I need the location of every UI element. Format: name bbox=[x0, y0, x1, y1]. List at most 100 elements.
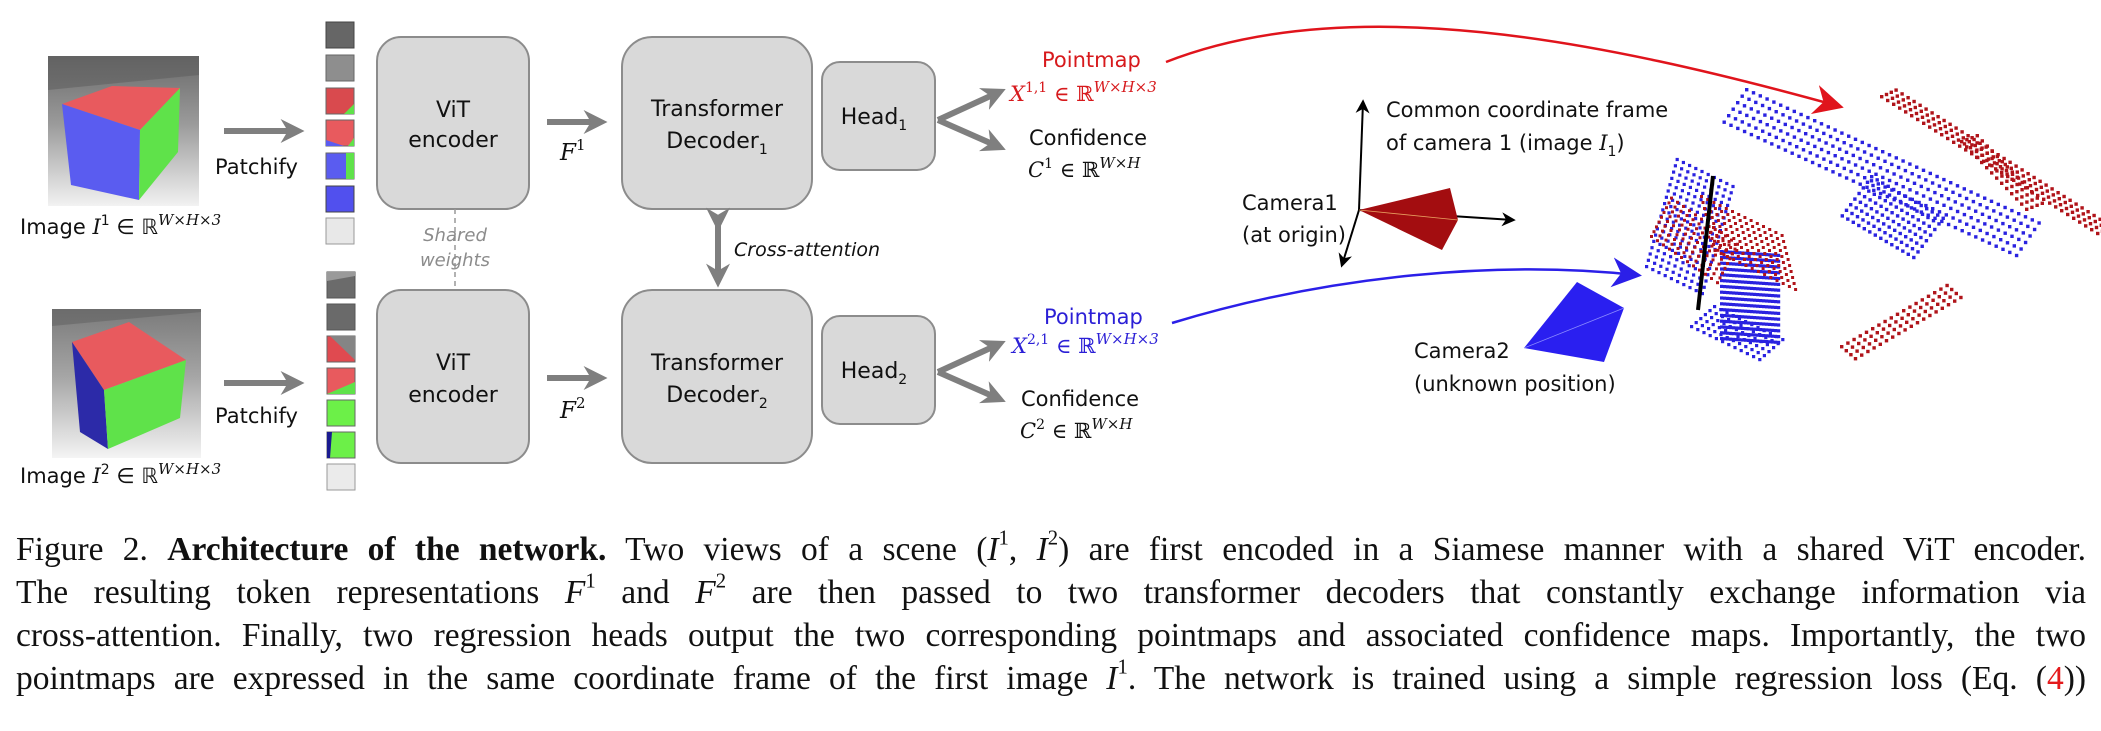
patch bbox=[325, 185, 355, 213]
math-symbol: F bbox=[564, 574, 586, 611]
pointmap-2-formula: X2,1 ∈ ℝW×H×3 bbox=[1010, 330, 1159, 358]
pointcloud-red-left bbox=[1650, 196, 1739, 285]
confidence-1-formula: C1 ∈ ℝW×H bbox=[1028, 154, 1141, 182]
math-sup: 2 bbox=[715, 569, 727, 593]
input-image-2-label: Image I2 ∈ ℝW×H×3 bbox=[20, 460, 221, 488]
pointmap-arrow-1 bbox=[936, 88, 1006, 123]
transformer-decoder-2: Transformer Decoder2 bbox=[621, 289, 813, 464]
math-sup: 1 bbox=[1117, 655, 1128, 679]
cube-right-face bbox=[104, 360, 186, 449]
camera-2-frustum-icon bbox=[1524, 282, 1624, 362]
cube-right-face bbox=[139, 88, 180, 200]
patch bbox=[326, 399, 356, 427]
caption-line-4: pointmaps are expressed in the same coor… bbox=[16, 657, 2086, 700]
caption-text: pointmaps are expressed in the same coor… bbox=[16, 660, 1107, 697]
decoder-label-line1: Transformer bbox=[650, 97, 784, 122]
point-cloud bbox=[1645, 88, 2101, 362]
pointcloud-blue-cube bbox=[1720, 250, 1781, 344]
decoder-label-line1: Transformer bbox=[650, 351, 784, 376]
cube-top-face bbox=[72, 322, 186, 390]
caption-text: are then passed to two transformer decod… bbox=[726, 574, 2087, 611]
shared-weights-label-line2: weights bbox=[420, 250, 490, 271]
patch bbox=[325, 119, 355, 147]
figure-number: Figure 2. bbox=[16, 531, 168, 568]
caption-text: ) are first encoded in a Siamese manner … bbox=[1058, 531, 2086, 568]
pointcloud-cube-edge bbox=[1696, 175, 1715, 311]
camera-2-label-line1: Camera2 bbox=[1414, 339, 1510, 363]
patch bbox=[325, 21, 355, 49]
camera-1-label-line2: (at origin) bbox=[1242, 223, 1346, 247]
patch bbox=[326, 271, 356, 299]
feature-label-1: F1 bbox=[559, 136, 586, 166]
caption-text: and bbox=[595, 574, 696, 611]
patchify-label-2: Patchify bbox=[215, 404, 298, 428]
encoder-label-line1: ViT bbox=[436, 98, 471, 123]
axis-y bbox=[1355, 99, 1370, 211]
input-image-2 bbox=[52, 309, 201, 458]
caption-text: The resulting token representations bbox=[16, 574, 565, 611]
head-label: Head2 bbox=[841, 359, 907, 388]
math-symbol: F bbox=[695, 574, 716, 611]
pointcloud-red-wall bbox=[1880, 88, 2101, 236]
pointmap-1-title: Pointmap bbox=[1042, 48, 1141, 72]
camera-1-frustum-icon bbox=[1359, 188, 1458, 250]
feature-label-2: F2 bbox=[559, 394, 586, 424]
vit-encoder-2: ViT encoder bbox=[376, 289, 530, 464]
caption-text: . The network is trained using a simple … bbox=[1127, 660, 2047, 697]
math-symbol: I bbox=[987, 531, 999, 568]
shared-weights-label-line1: Shared bbox=[423, 225, 487, 246]
caption-text: Two views of a scene ( bbox=[606, 531, 988, 568]
encoder-label-line2: encoder bbox=[408, 128, 499, 153]
vit-encoder-1: ViT encoder bbox=[376, 36, 530, 210]
pointcloud-red-cube bbox=[1700, 195, 1798, 291]
decoder-label-line2: Decoder2 bbox=[666, 383, 768, 412]
head-2: Head2 bbox=[821, 315, 936, 425]
patch bbox=[326, 303, 356, 331]
pointcloud-blue-wall bbox=[1722, 88, 2041, 258]
pointmap-2-to-scene-arrow bbox=[1171, 257, 1642, 325]
patchify-label-1: Patchify bbox=[215, 155, 298, 179]
cube-left-face bbox=[72, 342, 108, 449]
patch bbox=[326, 335, 356, 363]
patch bbox=[326, 431, 356, 459]
patch bbox=[326, 367, 356, 395]
architecture-diagram: Image I1 ∈ ℝW×H×3 Patchify ViT encoder S… bbox=[20, 21, 2101, 491]
pointcloud-blue-floor bbox=[1690, 305, 1785, 362]
math-sup: 2 bbox=[1047, 526, 1059, 550]
cross-attention-label: Cross-attention bbox=[734, 239, 880, 261]
pointcloud-blue-band bbox=[1840, 175, 1945, 260]
transformer-decoder-1: Transformer Decoder1 bbox=[621, 36, 813, 210]
encoder-label-line1: ViT bbox=[436, 351, 471, 376]
figure-caption: Figure 2. Architecture of the network. T… bbox=[16, 528, 2086, 700]
confidence-2-title: Confidence bbox=[1021, 387, 1139, 411]
patch bbox=[325, 87, 355, 115]
cube-left-face bbox=[62, 104, 140, 200]
pointcloud-red-floor bbox=[1840, 283, 1963, 361]
camera-1-label-line1: Camera1 bbox=[1242, 191, 1338, 215]
math-symbol: I bbox=[1036, 531, 1048, 568]
input-image-1 bbox=[48, 56, 199, 206]
pointmap-1-formula: X1,1 ∈ ℝW×H×3 bbox=[1008, 78, 1157, 106]
patch bbox=[325, 54, 355, 82]
caption-text: , bbox=[1008, 531, 1037, 568]
caption-title: Architecture of the network. bbox=[167, 531, 607, 568]
camera-2-label-line2: (unknown position) bbox=[1414, 372, 1616, 396]
pointmap-2-title: Pointmap bbox=[1044, 305, 1143, 329]
patch-strip-2 bbox=[326, 271, 356, 491]
cube-top-face bbox=[62, 86, 180, 130]
coord-frame-label-line1: Common coordinate frame bbox=[1386, 98, 1668, 122]
confidence-arrow-2 bbox=[936, 369, 1006, 404]
head-label: Head1 bbox=[841, 105, 907, 134]
caption-line-3: cross-attention. Finally, two regression… bbox=[16, 617, 2086, 654]
confidence-arrow-1 bbox=[936, 117, 1006, 152]
pointmap-arrow-2 bbox=[936, 340, 1006, 375]
pointcloud-red-edge bbox=[1960, 134, 2044, 211]
equation-reference-link[interactable]: 4 bbox=[2046, 660, 2064, 697]
encoder-label-line2: encoder bbox=[408, 383, 499, 408]
decoder-label-line2: Decoder1 bbox=[666, 129, 768, 158]
caption-text: )) bbox=[2063, 660, 2086, 697]
input-image-1-label: Image I1 ∈ ℝW×H×3 bbox=[20, 211, 221, 239]
patch bbox=[326, 463, 356, 491]
head-1: Head1 bbox=[821, 61, 936, 171]
caption-line-1: Figure 2. Architecture of the network. T… bbox=[16, 528, 2086, 571]
